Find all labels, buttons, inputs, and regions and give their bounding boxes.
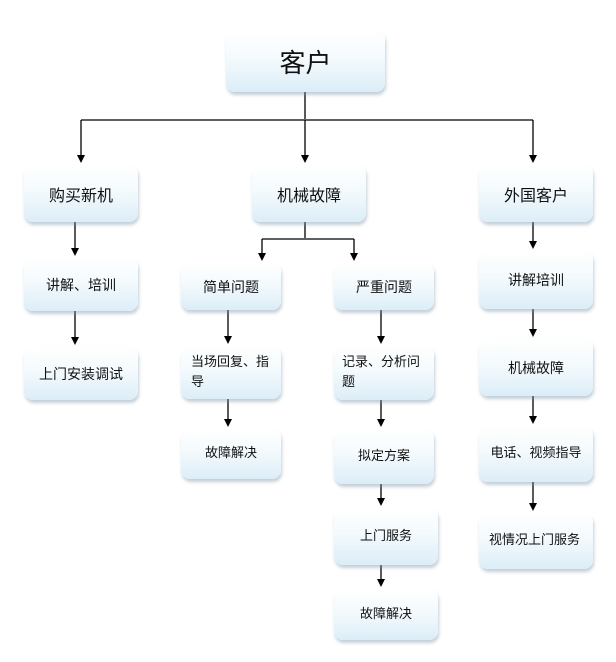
simple-node: 简单问题 bbox=[181, 263, 281, 310]
root-node: 客户 bbox=[226, 31, 385, 92]
simple-step-1-label: 当场回复、指导 bbox=[191, 354, 270, 390]
serious-step-3-node: 上门服务 bbox=[334, 508, 438, 565]
foreign-step-2-node: 机械故障 bbox=[479, 339, 593, 396]
foreign-step-4-label: 视情况上门服务 bbox=[489, 533, 581, 548]
serious-label: 严重问题 bbox=[356, 279, 412, 296]
simple-step-1-node: 当场回复、指导 bbox=[181, 346, 281, 399]
serious-step-2-node: 拟定方案 bbox=[334, 429, 434, 484]
serious-step-2-label: 拟定方案 bbox=[357, 448, 410, 464]
purchase-step-2-node: 上门安装调试 bbox=[24, 347, 138, 400]
purchase-step-1-label: 讲解、培训 bbox=[46, 277, 116, 294]
foreign-step-3-node: 电话、视频指导 bbox=[479, 426, 593, 482]
purchase-step-2-label: 上门安装调试 bbox=[39, 366, 123, 383]
purchase-step-1-node: 讲解、培训 bbox=[24, 258, 138, 311]
serious-step-1-label: 记录、分析问题 bbox=[342, 355, 421, 390]
root-label: 客户 bbox=[279, 49, 332, 79]
serious-step-4-node: 故障解决 bbox=[334, 589, 438, 640]
serious-step-4-label: 故障解决 bbox=[359, 606, 412, 622]
foreign-node: 外国客户 bbox=[479, 165, 593, 222]
fault-node: 机械故障 bbox=[252, 165, 366, 222]
serious-step-1-node: 记录、分析问题 bbox=[334, 346, 434, 400]
simple-step-2-label: 故障解决 bbox=[204, 446, 257, 461]
foreign-step-4-node: 视情况上门服务 bbox=[479, 513, 593, 569]
serious-step-3-label: 上门服务 bbox=[359, 528, 412, 544]
fault-label: 机械故障 bbox=[276, 185, 341, 205]
purchase-node: 购买新机 bbox=[24, 165, 138, 222]
foreign-step-1-label: 讲解培训 bbox=[508, 273, 564, 289]
simple-step-2-node: 故障解决 bbox=[181, 429, 281, 479]
foreign-label: 外国客户 bbox=[503, 185, 568, 205]
foreign-step-2-label: 机械故障 bbox=[508, 360, 564, 377]
foreign-step-1-node: 讲解培训 bbox=[479, 251, 593, 309]
foreign-step-3-label: 电话、视频指导 bbox=[490, 446, 582, 461]
simple-label: 简单问题 bbox=[203, 279, 259, 296]
purchase-label: 购买新机 bbox=[48, 185, 113, 205]
serious-node: 严重问题 bbox=[334, 263, 434, 310]
